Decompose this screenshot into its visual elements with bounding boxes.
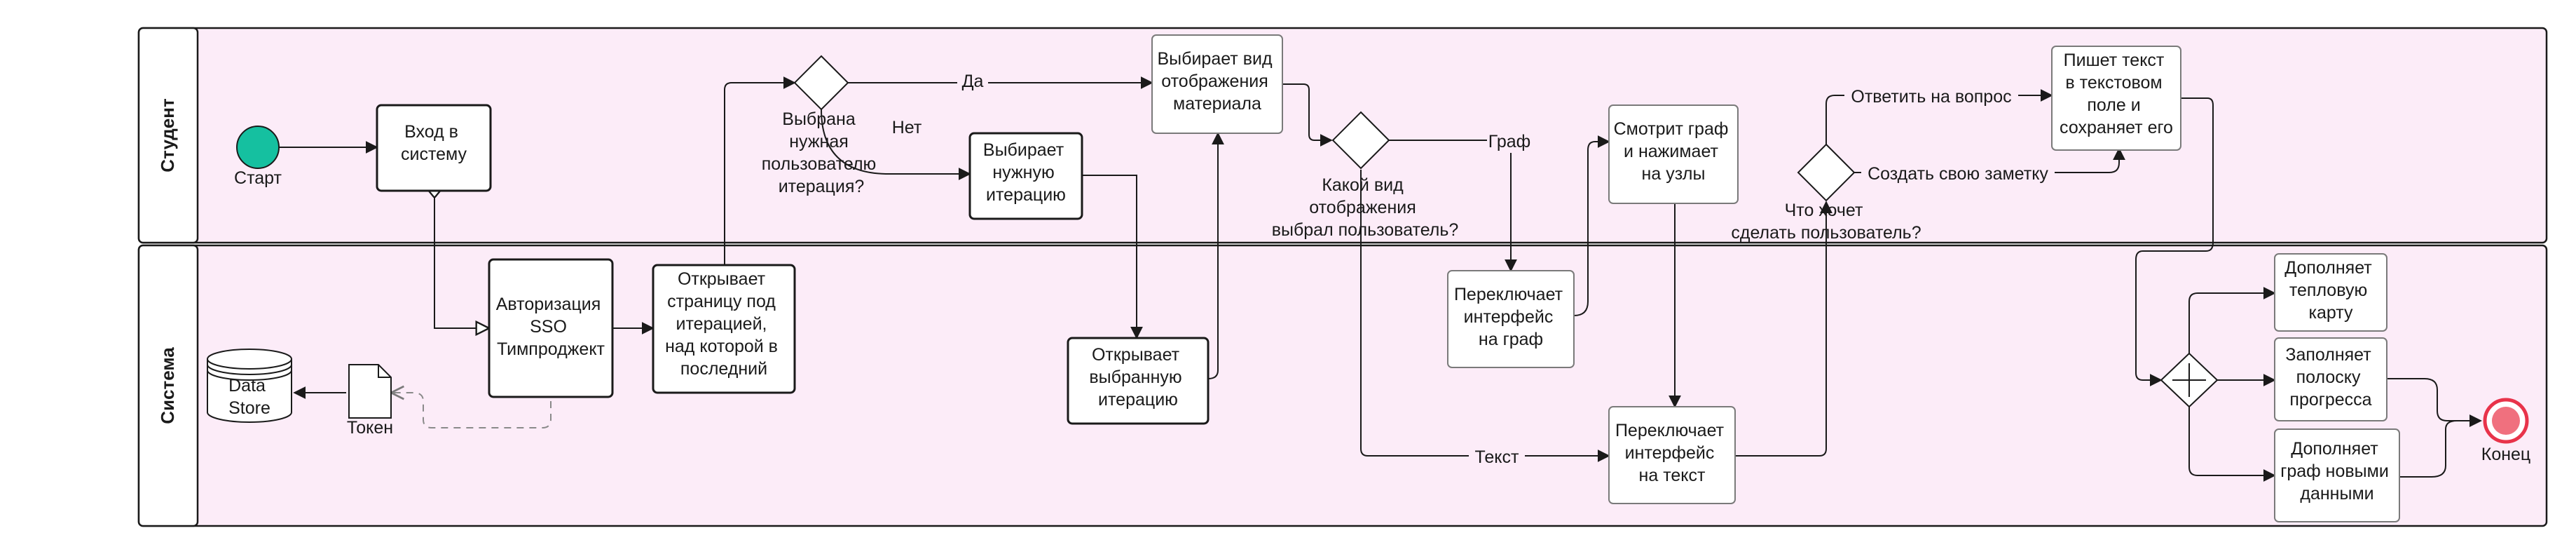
task-choose-view[interactable]: Выбирает вид отображения материала (1151, 34, 1283, 134)
task-auth-sso-label: Авторизация SSO Тимпроджект (496, 295, 606, 359)
task-fill-heatmap-label: Дополняет тепловую карту (2284, 258, 2376, 323)
task-switch-text-label: Переключает интерфейс на текст (1615, 421, 1729, 485)
task-open-page-label: Открывает страницу под итерацией, над ко… (665, 269, 783, 379)
edge-auth-token (391, 393, 551, 428)
lane-student-title: Студент (157, 98, 178, 173)
task-open-page[interactable]: Открывает страницу под итерацией, над ко… (652, 264, 796, 394)
gateway-iteration-chosen[interactable]: Выбрана нужная пользователю итерация? (762, 55, 881, 196)
task-choose-view-label: Выбирает вид отображения материала (1158, 49, 1277, 114)
edge-answer (1825, 89, 2053, 144)
gateway-view-type[interactable]: Какой вид отображения выбрал пользовател… (1272, 111, 1459, 240)
task-login[interactable]: Вход в систему (376, 104, 492, 192)
edge-switch-graph-view (1573, 135, 1610, 316)
data-store[interactable]: Data Store (207, 349, 292, 423)
document-icon (348, 364, 392, 419)
label-create-note: Создать свою заметку (1868, 164, 2048, 184)
task-choose-iteration-label: Выбирает нужную итерацию (983, 140, 1069, 205)
task-fill-progress[interactable]: Заполняет полоску прогресса (2274, 337, 2387, 421)
task-switch-graph-label: Переключает интерфейс на граф (1454, 285, 1568, 349)
token-document[interactable]: Токен (347, 364, 393, 438)
task-fill-graph[interactable]: Дополняет граф новыми данными (2274, 428, 2400, 522)
edge-progress-end (2387, 378, 2482, 427)
edge-choose-view-gateway2 (1282, 83, 1333, 147)
gateway-user-wants-label: Что хочет сделать пользователь? (1731, 201, 1921, 243)
task-open-selected[interactable]: Открывает выбранную итерацию (1067, 337, 1210, 425)
task-switch-graph[interactable]: Переключает интерфейс на граф (1447, 270, 1575, 368)
gateway-user-wants[interactable]: Что хочет сделать пользователь? (1731, 143, 1921, 243)
task-fill-progress-label: Заполняет полоску прогресса (2285, 345, 2376, 410)
start-event-circle (236, 126, 280, 169)
label-text: Текст (1475, 447, 1519, 467)
edge-parallel-graph (2188, 407, 2276, 482)
edge-open-selected-choose-view (1207, 132, 1224, 379)
task-switch-text[interactable]: Переключает интерфейс на текст (1608, 406, 1736, 504)
task-fill-heatmap[interactable]: Дополняет тепловую карту (2274, 253, 2387, 332)
task-open-selected-label: Открывает выбранную итерацию (1089, 345, 1186, 410)
lane-student-header (137, 27, 199, 244)
edge-login-auth (434, 191, 489, 328)
edge-open-gateway1 (724, 76, 796, 265)
lane-system-title: Система (157, 347, 178, 424)
edge-text (1360, 170, 1610, 462)
edge-switch-text-gateway3 (1735, 201, 1832, 457)
end-event-label: Конец (2481, 445, 2531, 464)
edge-choose-iter-open (1082, 175, 1143, 339)
task-write-text[interactable]: Пишет текст в текстовом поле и сохраняет… (2051, 46, 2181, 151)
task-auth-sso[interactable]: Авторизация SSO Тимпроджект (488, 258, 614, 398)
parallel-plus-icon (2172, 363, 2206, 397)
edge-graph-end (2399, 414, 2482, 478)
label-graph: Граф (1488, 132, 1531, 151)
task-login-label: Вход в систему (401, 122, 467, 164)
edge-labels: Да Нет Граф Текст Ответить на вопрос Соз… (892, 69, 2055, 468)
lane-system-header (137, 244, 199, 527)
task-view-graph-label: Смотрит граф и нажимает на узлы (1614, 119, 1734, 184)
gateway-view-type-label: Какой вид отображения выбрал пользовател… (1272, 175, 1459, 240)
task-choose-iteration[interactable]: Выбирает нужную итерацию (968, 132, 1083, 220)
label-no: Нет (892, 118, 922, 137)
task-view-graph[interactable]: Смотрит граф и нажимает на узлы (1608, 104, 1739, 204)
end-event-core (2492, 407, 2520, 435)
label-yes: Да (962, 72, 984, 91)
label-answer-question: Ответить на вопрос (1851, 87, 2011, 107)
edge-note (1854, 147, 2125, 173)
token-label: Токен (347, 418, 393, 438)
task-fill-graph-label: Дополняет граф новыми данными (2280, 439, 2394, 504)
edges (279, 76, 2482, 482)
gateway-iteration-chosen-label: Выбрана нужная пользователю итерация? (762, 109, 881, 196)
start-event-label: Старт (234, 168, 282, 188)
gateway-parallel[interactable] (2160, 352, 2219, 408)
start-event[interactable]: Старт (234, 126, 282, 188)
edge-parallel-heatmap (2188, 287, 2276, 353)
end-event[interactable]: Конец (2481, 398, 2531, 464)
task-write-text-label: Пишет текст в текстовом поле и сохраняет… (2060, 50, 2173, 137)
data-store-label: Data Store (228, 376, 270, 418)
edge-write-parallel (2135, 97, 2214, 386)
edge-no (821, 109, 971, 180)
